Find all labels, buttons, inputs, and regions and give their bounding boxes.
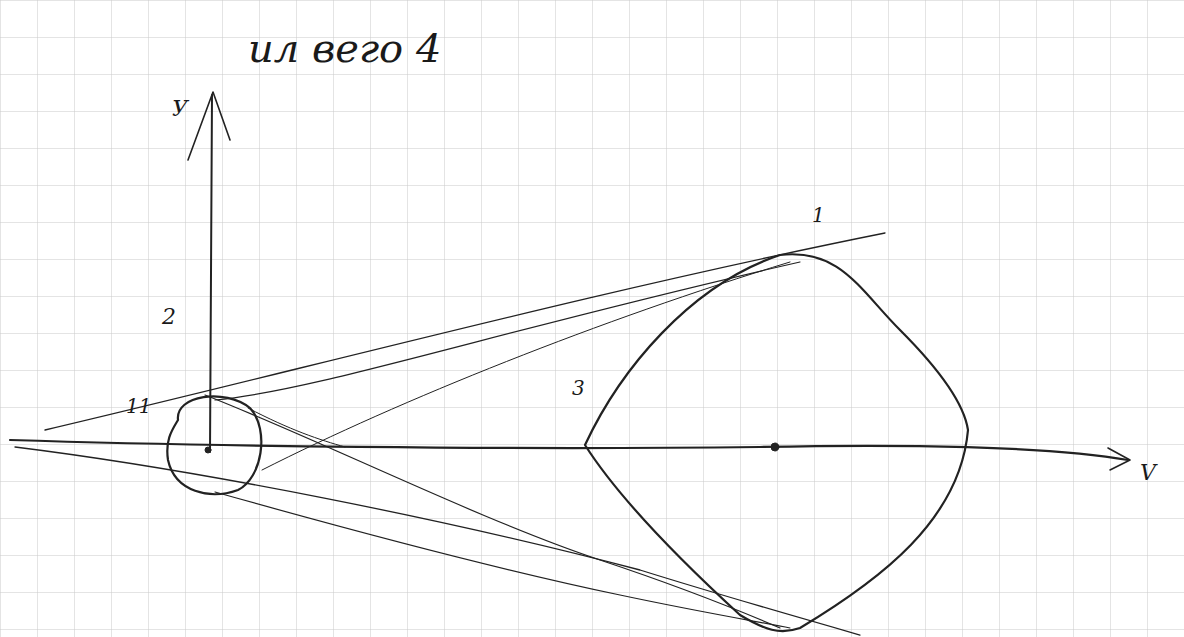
tangent-line — [205, 395, 780, 628]
center-dot — [771, 443, 779, 451]
tangent-line — [15, 447, 860, 635]
small-circle — [167, 396, 261, 494]
tangent-line — [262, 262, 790, 470]
callout-label: V — [1140, 462, 1156, 484]
callout-label: 11 — [126, 396, 151, 416]
x-axis — [10, 440, 1128, 460]
axis-arrow — [1108, 448, 1130, 470]
tangent-line — [248, 408, 345, 447]
axis-arrow — [188, 92, 230, 160]
tangent-line — [215, 492, 790, 628]
tangent-line — [45, 233, 885, 430]
drawing — [10, 92, 1130, 635]
callout-label: 1 — [812, 205, 825, 225]
callout-label: У — [172, 98, 188, 120]
tangent-line — [215, 262, 800, 400]
handwritten-note: ил вего 4 — [248, 28, 441, 68]
center-dot — [205, 447, 211, 453]
y-axis — [210, 95, 212, 452]
callout-label: 2 — [162, 306, 176, 328]
callout-label: 3 — [572, 378, 585, 398]
